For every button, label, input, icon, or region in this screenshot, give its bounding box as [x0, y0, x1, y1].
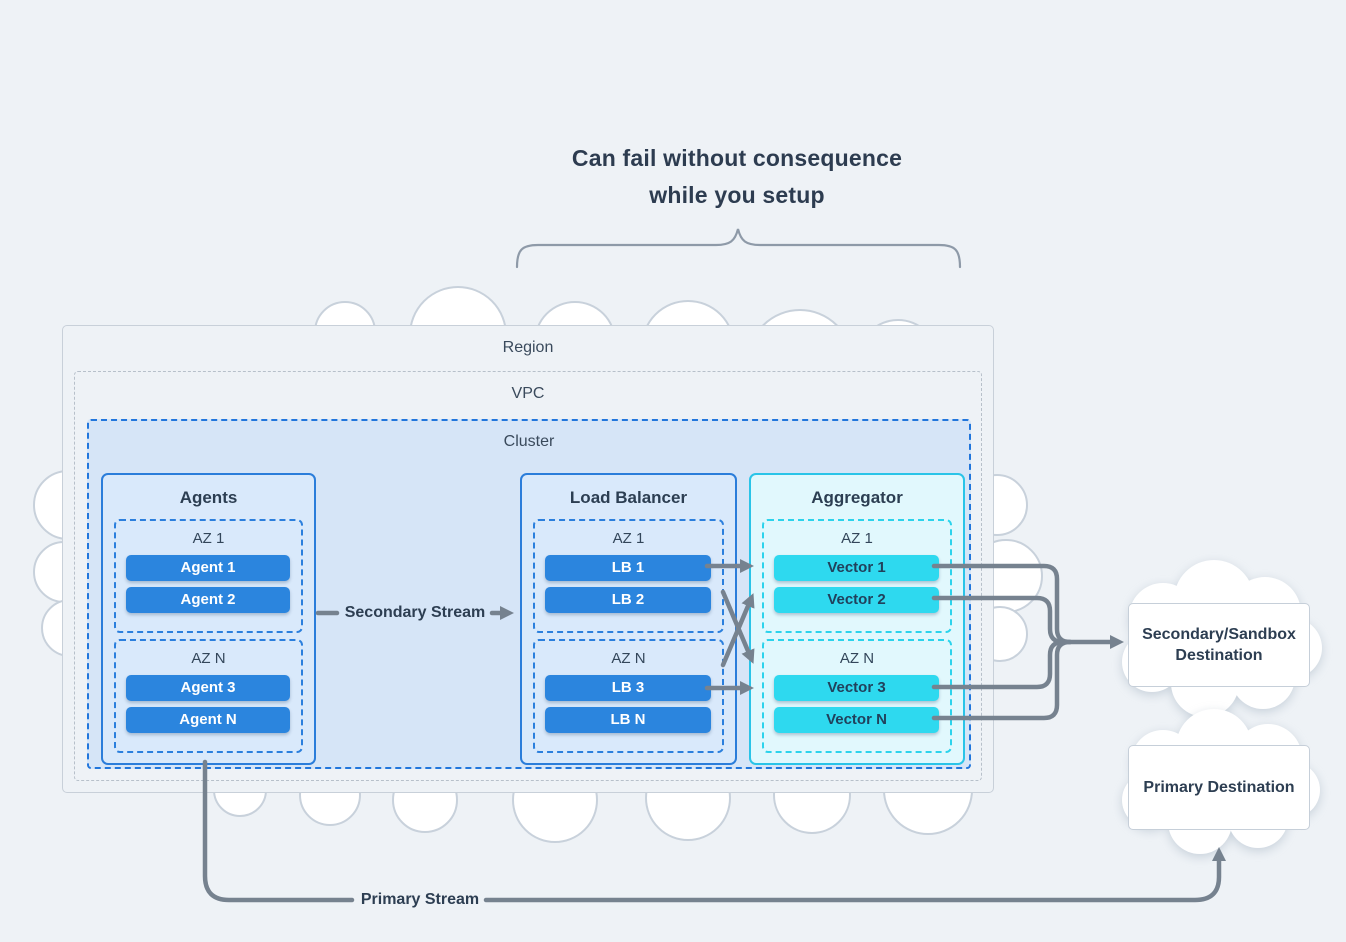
agents-column-title: Agents: [179, 488, 238, 507]
node-vector-2: Vector 2: [774, 587, 939, 613]
node-vector-1: Vector 1: [774, 555, 939, 581]
node-lb-2: LB 2: [545, 587, 711, 613]
aggregator-az1-box: AZ 1 Vector 1 Vector 2: [762, 519, 952, 633]
node-agent-2: Agent 2: [126, 587, 290, 613]
node-agent-n: Agent N: [126, 707, 290, 733]
aggregator-column-title: Aggregator: [811, 488, 903, 507]
aggregator-azn-label: AZ N: [839, 650, 875, 667]
secondary-destination-label: Secondary/Sandbox Destination: [1142, 624, 1296, 666]
agents-azn-label: AZ N: [191, 650, 226, 667]
lb-az1-box: AZ 1 LB 1 LB 2: [533, 519, 724, 633]
agents-az1-label: AZ 1: [192, 530, 225, 547]
node-vector-n: Vector N: [774, 707, 939, 733]
agents-az1-box: AZ 1 Agent 1 Agent 2: [114, 519, 303, 633]
node-agent-1: Agent 1: [126, 555, 290, 581]
secondary-destination-box: Secondary/Sandbox Destination: [1128, 603, 1310, 687]
lb-az1-label: AZ 1: [612, 530, 645, 547]
node-lb-3: LB 3: [545, 675, 711, 701]
node-lb-1: LB 1: [545, 555, 711, 581]
diagram-title-line1: Can fail without consequence: [571, 145, 903, 171]
region-container: Region VPC Cluster Agents AZ 1 Agent 1 A…: [62, 325, 994, 793]
secondary-destination-line1: Secondary/Sandbox: [1142, 626, 1296, 643]
node-vector-3: Vector 3: [774, 675, 939, 701]
cluster-container: Cluster Agents AZ 1 Agent 1 Agent 2 AZ N…: [87, 419, 971, 769]
load-balancer-column-title: Load Balancer: [569, 488, 688, 507]
cluster-label: Cluster: [503, 433, 555, 450]
primary-stream-label: Primary Stream: [360, 891, 480, 908]
diagram-title: Can fail without consequence while you s…: [437, 140, 1037, 214]
primary-destination-box: Primary Destination: [1128, 745, 1310, 830]
lb-azn-label: AZ N: [611, 650, 646, 667]
vpc-label: VPC: [511, 385, 545, 402]
secondary-destination-line2: Destination: [1175, 647, 1263, 664]
aggregator-az1-label: AZ 1: [841, 530, 873, 547]
node-agent-3: Agent 3: [126, 675, 290, 701]
region-label: Region: [502, 339, 554, 356]
diagram-title-line2: while you setup: [649, 182, 825, 208]
agents-column: Agents AZ 1 Agent 1 Agent 2 AZ N Agent 3…: [101, 473, 316, 765]
node-lb-n: LB N: [545, 707, 711, 733]
primary-destination-label: Primary Destination: [1143, 779, 1295, 796]
secondary-stream-label: Secondary Stream: [344, 604, 486, 621]
agents-azn-box: AZ N Agent 3 Agent N: [114, 639, 303, 753]
load-balancer-column: Load Balancer AZ 1 LB 1 LB 2 AZ N LB 3 L…: [520, 473, 737, 765]
aggregator-column: Aggregator AZ 1 Vector 1 Vector 2 AZ N V…: [749, 473, 965, 765]
lb-azn-box: AZ N LB 3 LB N: [533, 639, 724, 753]
aggregator-azn-box: AZ N Vector 3 Vector N: [762, 639, 952, 753]
vpc-container: VPC Cluster Agents AZ 1 Agent 1 Agent 2 …: [74, 371, 982, 781]
